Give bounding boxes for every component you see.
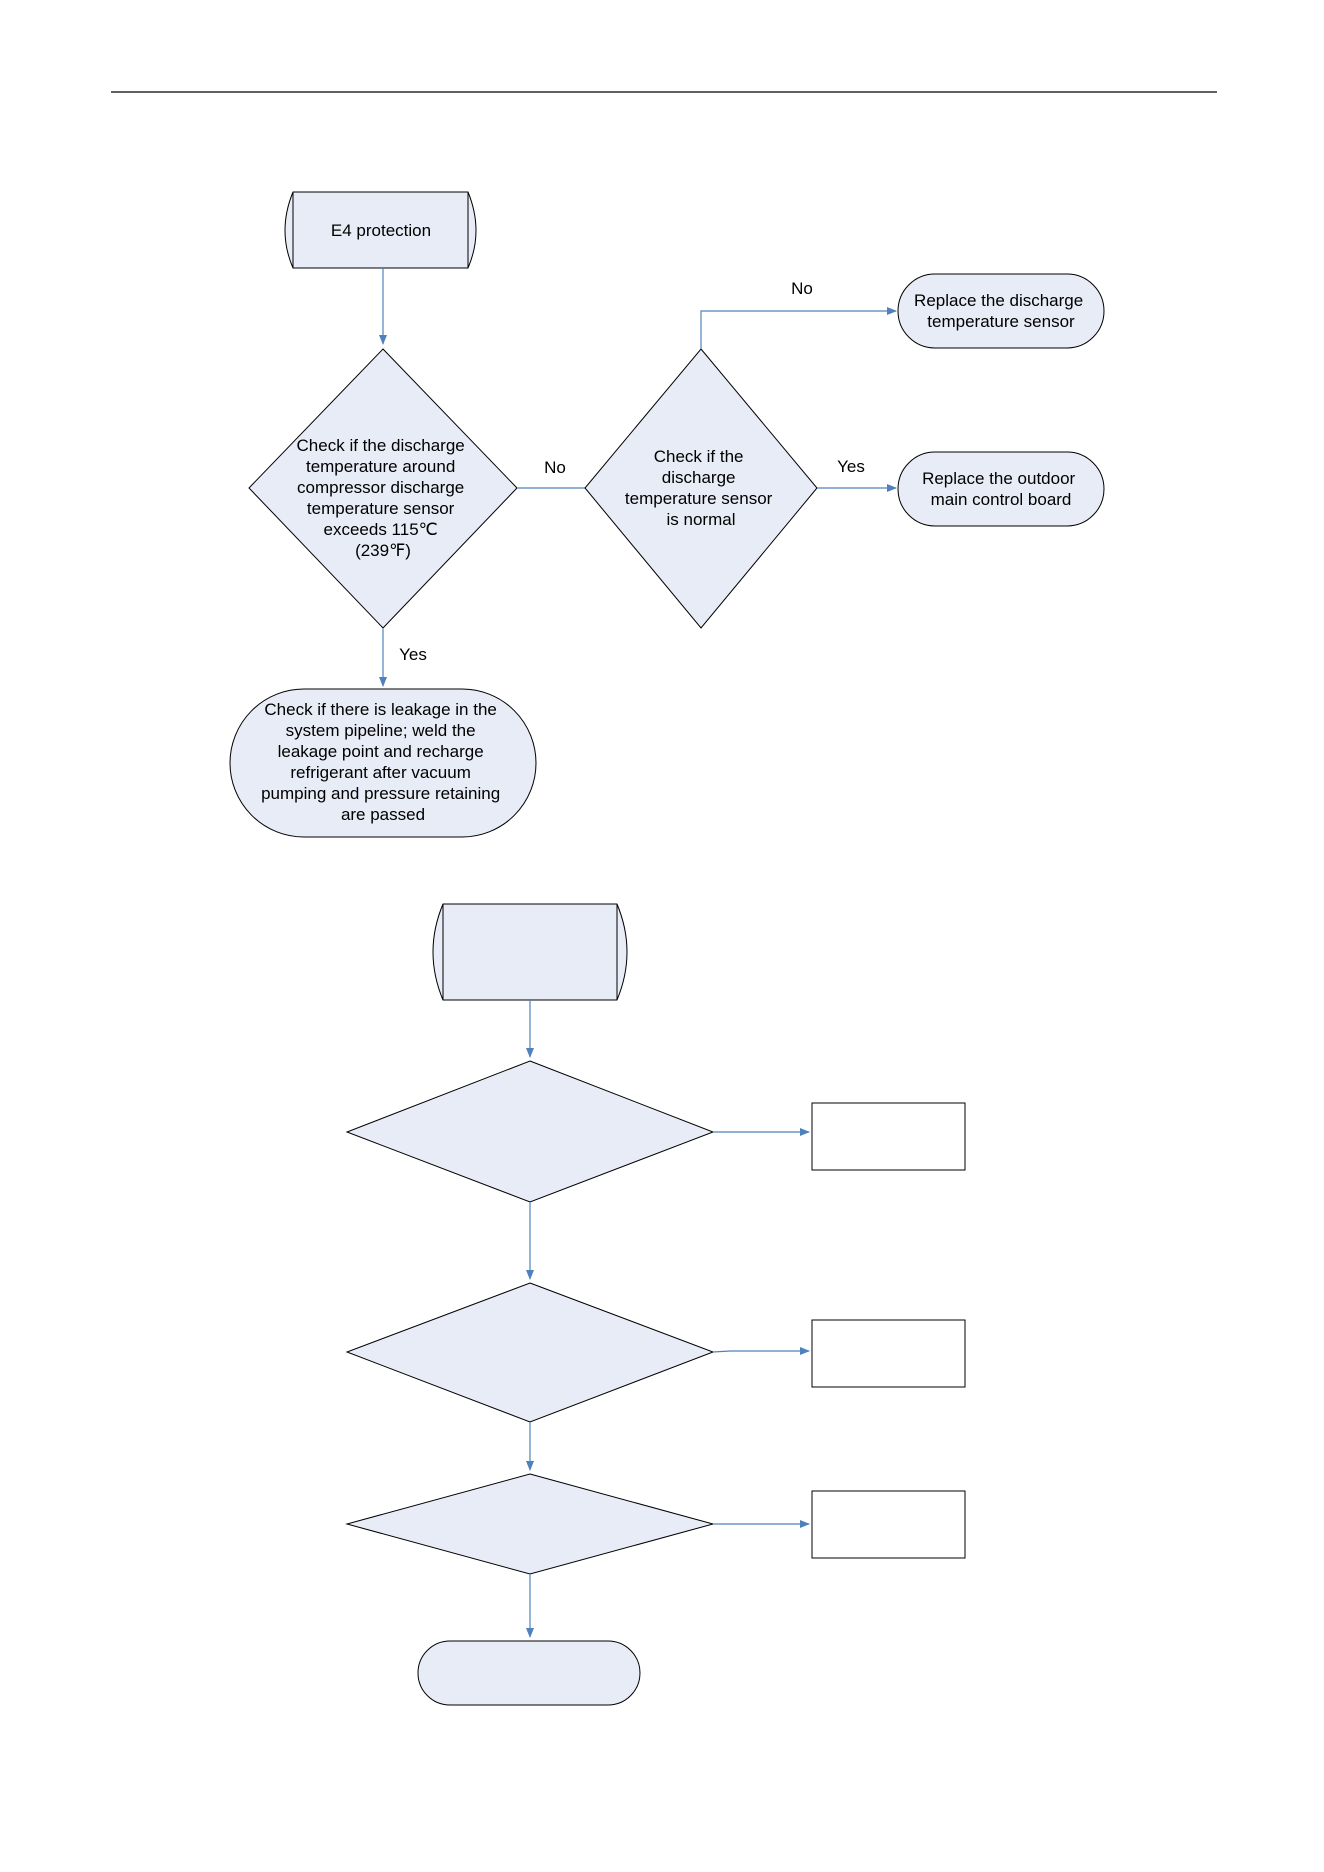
- leakage-line-4: refrigerant after vacuum: [290, 763, 470, 782]
- second-process-box-3: [811, 1490, 966, 1559]
- leakage-line-5: pumping and pressure retaining: [261, 784, 500, 803]
- e4-start-node: E4 protection: [284, 191, 477, 269]
- replace-board-line-1: Replace the outdoor: [922, 469, 1075, 488]
- second-start-node: [432, 903, 628, 1001]
- edge-second-decision-2-to-box-2: [712, 1347, 810, 1355]
- replace-main-board-node: Replace the outdoor main control board: [897, 451, 1105, 527]
- decision-temp-line-5: exceeds 115℃: [324, 520, 438, 539]
- decision-sensor-line-3: temperature sensor: [625, 489, 773, 508]
- label-temp-no: No: [544, 458, 566, 477]
- decision-temp-line-3: compressor discharge: [297, 478, 464, 497]
- replace-discharge-sensor-node: Replace the discharge temperature sensor: [897, 273, 1105, 349]
- second-process-box-2: [811, 1319, 966, 1388]
- e4-start-label: E4 protection: [331, 221, 431, 240]
- decision-temp-line-2: temperature around: [306, 457, 455, 476]
- decision-temp-line-4: temperature sensor: [307, 499, 455, 518]
- svg-text:Replace the discharge te: Replace the discharge temperature sensor: [914, 291, 1088, 331]
- replace-board-line-2: main control board: [931, 490, 1072, 509]
- decision-sensor-line-2: discharge: [662, 468, 736, 487]
- decision-sensor-line-4: is normal: [667, 510, 736, 529]
- second-decision-1: [345, 1060, 715, 1203]
- svg-text:Replace the outdoor main: Replace the outdoor main control board: [922, 469, 1080, 509]
- leakage-line-2: system pipeline; weld the: [286, 721, 476, 740]
- label-sensor-no: No: [791, 279, 813, 298]
- svg-text:Check if the discharge: Check if the discharge temperature senso…: [625, 447, 777, 529]
- decision-temp-line-6: (239℉): [355, 541, 411, 560]
- second-decision-2: [345, 1282, 715, 1423]
- decision-sensor-line-1: Check if the: [654, 447, 744, 466]
- decision-temp-line-1: Check if the discharge: [297, 436, 465, 455]
- leakage-line-1: Check if there is leakage in the: [264, 700, 496, 719]
- label-sensor-yes: Yes: [837, 457, 865, 476]
- leakage-line-6: are passed: [341, 805, 425, 824]
- replace-sensor-line-2: temperature sensor: [927, 312, 1075, 331]
- edge-sensor-no-to-replace-sensor: [700, 307, 897, 349]
- leakage-line-3: leakage point and recharge: [278, 742, 484, 761]
- leakage-check-node: Check if there is leakage in the system …: [229, 688, 537, 838]
- second-end-node: [417, 1640, 641, 1706]
- decision-sensor-normal: Check if the discharge temperature senso…: [584, 348, 818, 629]
- second-process-box-1: [811, 1102, 966, 1171]
- label-temp-yes: Yes: [399, 645, 427, 664]
- svg-text:Check if the discharge t: Check if the discharge temperature aroun…: [297, 436, 470, 560]
- svg-text:Check if there is leakage in t: Check if there is leakage in the system …: [261, 700, 505, 824]
- decision-discharge-temperature: Check if the discharge temperature aroun…: [248, 348, 518, 629]
- replace-sensor-line-1: Replace the discharge: [914, 291, 1083, 310]
- second-decision-3: [345, 1473, 715, 1575]
